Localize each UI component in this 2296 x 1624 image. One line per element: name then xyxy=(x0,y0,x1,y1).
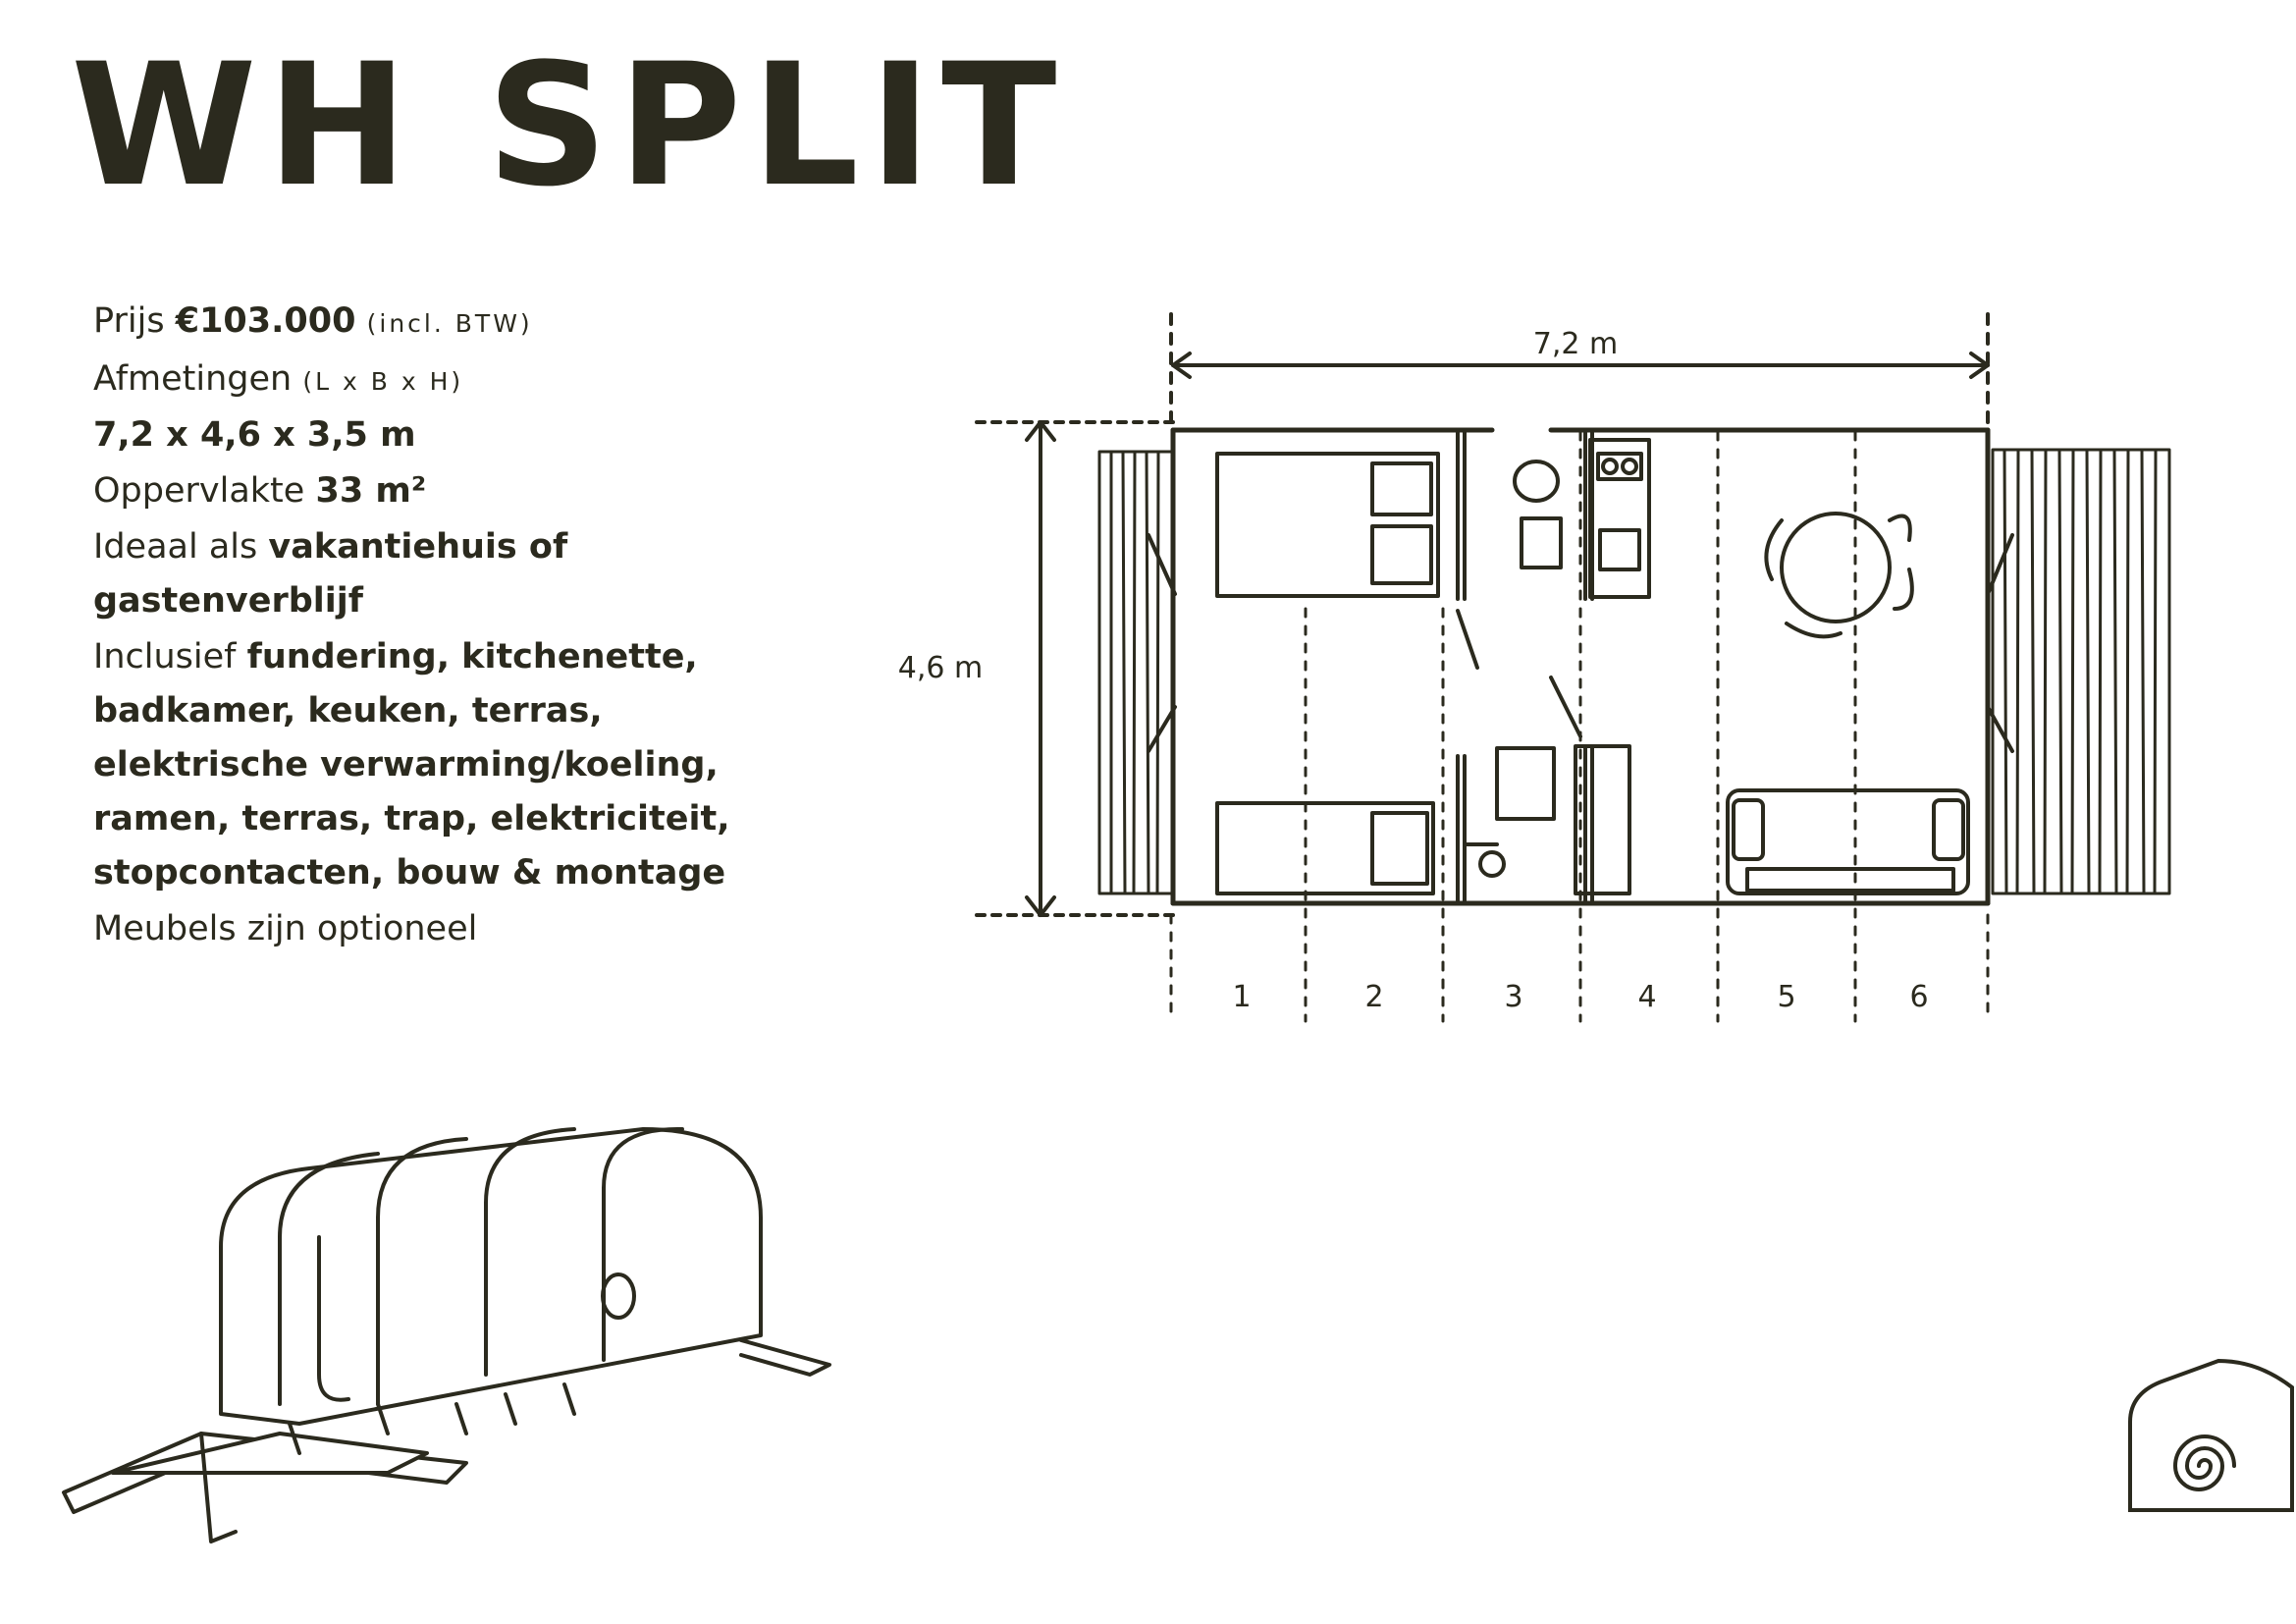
floor-plan: 7,2 m 4,6 m xyxy=(898,312,2171,1023)
ideal-label: Ideaal als xyxy=(93,527,258,567)
sofa xyxy=(1726,788,1970,895)
segment-label: 4 xyxy=(1637,980,1656,1014)
ideal-value: vakantiehuis of gastenverblijf xyxy=(93,527,568,621)
dimensions-value: 7,2 x 4,6 x 3,5 m xyxy=(93,415,416,455)
price-line: Prijs €103.000 (incl. BTW) xyxy=(93,295,839,351)
dimensions-label: Afmetingen xyxy=(93,359,293,399)
bed-bottom xyxy=(1215,801,1435,895)
segment-label: 3 xyxy=(1504,980,1522,1014)
segment-labels: 1 2 3 4 5 6 xyxy=(1232,980,1928,1014)
bathroom-fixtures xyxy=(1463,460,1563,878)
cabin-illustration xyxy=(62,1126,831,1543)
ideal-line: Ideaal als vakantiehuis of gastenverblij… xyxy=(93,520,643,628)
width-dimension: 7,2 m xyxy=(1169,312,1990,424)
depth-dimension: 4,6 m xyxy=(898,420,1175,917)
dimensions-unit-note: (L x B x H) xyxy=(302,367,464,396)
included-label: Inclusief xyxy=(93,637,237,677)
bed-top xyxy=(1215,452,1440,598)
included-value: fundering, kitchenette, badkamer, keuken… xyxy=(93,637,730,893)
segment-label: 5 xyxy=(1777,980,1795,1014)
depth-label: 4,6 m xyxy=(898,651,983,685)
spec-list: Prijs €103.000 (incl. BTW) Afmetingen (L… xyxy=(93,295,839,956)
furniture-note: Meubels zijn optioneel xyxy=(93,909,478,948)
area-value: 33 m² xyxy=(315,471,427,511)
right-terrace xyxy=(1991,448,2171,895)
left-terrace xyxy=(1097,450,1175,895)
segment-label: 6 xyxy=(1909,980,1928,1014)
kitchenette xyxy=(1574,438,1651,895)
segment-label: 2 xyxy=(1364,980,1383,1014)
area-label: Oppervlakte xyxy=(93,471,305,511)
price-label: Prijs xyxy=(93,301,165,341)
width-label: 7,2 m xyxy=(1533,327,1618,361)
brand-logo xyxy=(2128,1358,2294,1512)
area-line: Oppervlakte 33 m² xyxy=(93,464,839,518)
price-note: (incl. BTW) xyxy=(366,309,533,338)
segment-label: 1 xyxy=(1232,980,1251,1014)
column-dividers xyxy=(1169,430,1990,1023)
dimensions-line: Afmetingen (L x B x H) 7,2 x 4,6 x 3,5 m xyxy=(93,352,839,462)
included-line: Inclusief fundering, kitchenette, badkam… xyxy=(93,630,800,900)
price-value: €103.000 xyxy=(175,301,356,341)
door-swings xyxy=(1147,533,2014,753)
page-title: WH SPLIT xyxy=(71,27,1067,224)
dining-table xyxy=(1764,512,1914,639)
